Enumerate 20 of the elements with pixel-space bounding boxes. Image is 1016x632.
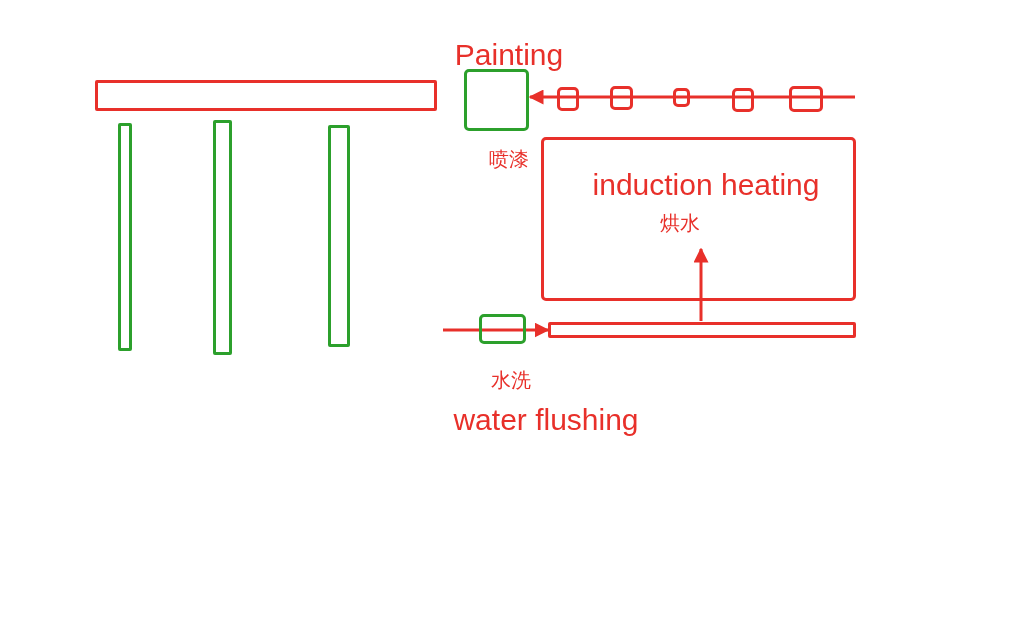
station-label: 喷漆 [489,148,529,170]
workpiece-box [732,88,754,112]
workpiece-box [610,86,633,110]
conveyor-bar [95,80,437,111]
hanging-part-bar [213,120,232,355]
workpiece-box [789,86,823,112]
heating-zone-box [541,137,856,301]
conveyor-bar [548,322,856,338]
station-title: Painting [454,38,564,71]
workpiece-box [557,87,579,111]
arrow [443,322,550,338]
zone-label: 烘水 [660,212,700,234]
station-label: 水洗 [491,369,531,391]
zone-title: induction heating [592,168,820,201]
arrow [693,247,709,321]
station-title: water flushing [453,403,639,436]
workpiece-box [673,88,690,107]
hanging-part-bar [328,125,350,347]
arrow [528,89,855,105]
hanging-part-bar [118,123,132,351]
